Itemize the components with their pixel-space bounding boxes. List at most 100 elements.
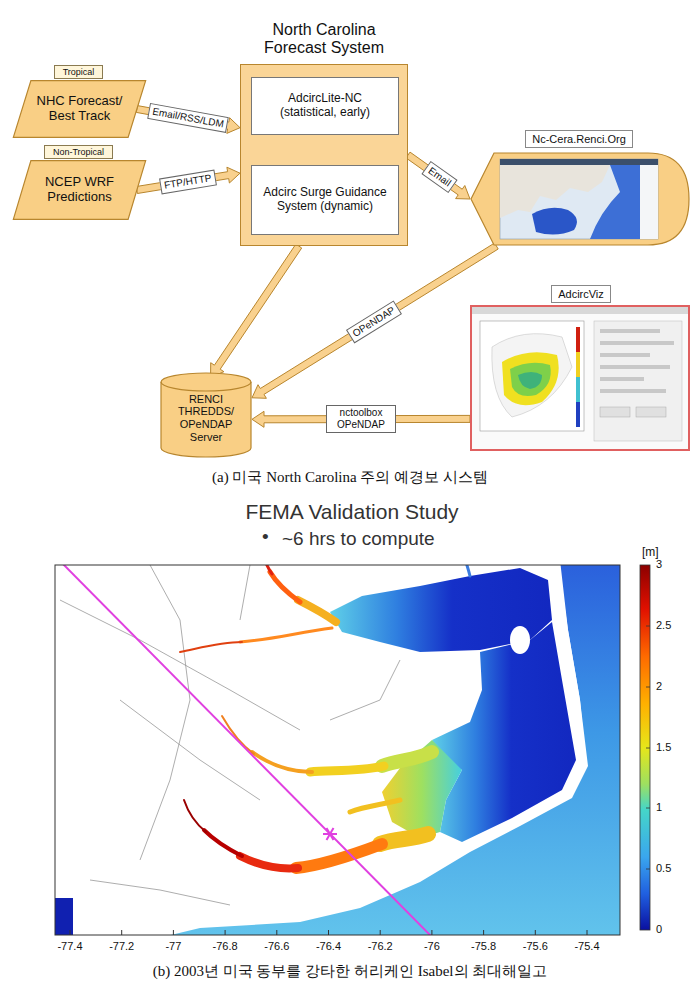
- axis-tick: [121, 930, 122, 935]
- axis-tick: [587, 930, 588, 935]
- county-line: [140, 565, 190, 860]
- screen-outline: [518, 372, 542, 389]
- display-outline: [500, 159, 658, 165]
- map-frame: [55, 565, 620, 935]
- ocean: [150, 565, 620, 935]
- axis-tick: [535, 930, 536, 935]
- axis-label: -76.2: [368, 940, 393, 953]
- screen-outline: [600, 341, 674, 345]
- axis-label: -77.2: [109, 940, 134, 953]
- display-outline: [471, 153, 689, 245]
- axis-tick: [70, 930, 587, 935]
- river: [184, 800, 206, 832]
- axis-tick: [328, 930, 329, 935]
- node-text: NCEP WRF Predictions: [30, 175, 129, 205]
- axis-label: -77: [165, 940, 181, 953]
- viewer-screenshot: AdcircViz: [470, 305, 690, 451]
- bullet: •: [262, 526, 269, 549]
- storm-track: [62, 565, 432, 935]
- flow-arrow: [406, 152, 470, 199]
- county-line: [330, 660, 400, 720]
- colorbar-tick: [646, 626, 650, 869]
- flow-arrow: [136, 167, 240, 193]
- axis-tick: [276, 930, 277, 935]
- edge-label: Email/RSS/LDM: [148, 103, 230, 133]
- screen-outline: [472, 307, 688, 314]
- para-outline: [13, 161, 145, 220]
- colorbar-value: 1.5: [656, 741, 671, 754]
- axis-label: -75.4: [574, 940, 599, 953]
- display-outline: [500, 159, 658, 239]
- axis-tick: [431, 930, 432, 935]
- screen-outline: [502, 352, 559, 405]
- axis-label: -76.4: [316, 940, 341, 953]
- river: [222, 716, 254, 754]
- process-box: Adcirc Surge Guidance System (dynamic): [251, 165, 399, 235]
- display-outline: [590, 165, 640, 239]
- input-parallelogram: Non-TropicalNCEP WRF Predictions: [12, 160, 147, 220]
- plot-note: ~6 hrs to compute: [282, 528, 435, 551]
- axis-tick: [173, 930, 174, 935]
- colorbar: [640, 565, 650, 930]
- figure-caption: (b) 2003년 미국 동부를 강타한 허리케인 Isabel의 최대해일고: [153, 962, 548, 980]
- screen-outline: [472, 307, 688, 449]
- landfall-star: [327, 828, 334, 840]
- axis-label: -75.6: [523, 940, 548, 953]
- colorbar-value: 1: [656, 801, 662, 814]
- river: [350, 800, 400, 812]
- landfall-star: [323, 828, 337, 840]
- river: [180, 642, 242, 652]
- para-outline: [13, 81, 145, 138]
- axis-tick: [380, 930, 381, 935]
- display-outline: [470, 152, 690, 246]
- unit-label: [m]: [642, 545, 659, 559]
- edge-label: OPeNDAP: [346, 300, 402, 343]
- screen-outline: [576, 402, 580, 427]
- node-heading: Nc-Cera.Renci.Org: [525, 130, 633, 148]
- edge-label: Email: [421, 161, 457, 193]
- pamlico-sound: [432, 622, 576, 842]
- barrier-island: [420, 565, 584, 876]
- colorbar-value: 2: [656, 680, 662, 693]
- input-parallelogram: TropicalNHC Forecast/ Best Track: [12, 80, 147, 138]
- river: [382, 752, 432, 766]
- colorbar-value: 2.5: [656, 619, 671, 632]
- flow-arrow: [211, 244, 302, 377]
- axis-label: -77.4: [57, 940, 82, 953]
- axis-tick: [70, 930, 71, 935]
- node-heading: Tropical: [54, 65, 104, 79]
- flow-arrow: [252, 243, 498, 398]
- screen-outline: [636, 407, 666, 417]
- screen-outline: [600, 365, 670, 369]
- screen-outline: [472, 307, 688, 449]
- screen-outline: [594, 321, 682, 441]
- colorbar-tick: [646, 626, 650, 627]
- river: [240, 628, 332, 642]
- cyl-outline: [161, 373, 251, 457]
- screen-outline: [510, 363, 551, 396]
- island: [510, 626, 530, 654]
- figure-caption: (a) 미국 North Carolina 주의 예경보 시스템: [212, 468, 488, 486]
- water-patch: [55, 898, 73, 935]
- node-text: RENCI THREDDS/ OPeNDAP Server: [164, 393, 248, 444]
- node-text: NHC Forecast/ Best Track: [30, 94, 129, 124]
- web-display: Nc-Cera.Renci.Org: [470, 152, 690, 246]
- screen-outline: [600, 353, 650, 357]
- river: [464, 565, 470, 576]
- axis-tick: [225, 930, 226, 935]
- process-box: AdcircLite-NC (statistical, early): [251, 77, 399, 135]
- colorbar-tick: [646, 808, 650, 809]
- colorbar-tick: [646, 687, 650, 688]
- screen-outline: [480, 321, 584, 431]
- edge-label: nctoolbox OPeNDAP: [326, 405, 396, 433]
- system-box: North Carolina Forecast SystemAdcircLite…: [240, 64, 408, 246]
- colorbar-value: 0.5: [656, 862, 671, 875]
- screen-outline: [492, 334, 572, 417]
- colorbar-value: 3: [656, 558, 662, 571]
- river: [298, 600, 336, 622]
- colorbar-tick: [646, 869, 650, 870]
- river: [264, 565, 272, 574]
- county-line: [240, 565, 250, 620]
- river: [240, 856, 298, 868]
- screen-outline: [576, 327, 580, 352]
